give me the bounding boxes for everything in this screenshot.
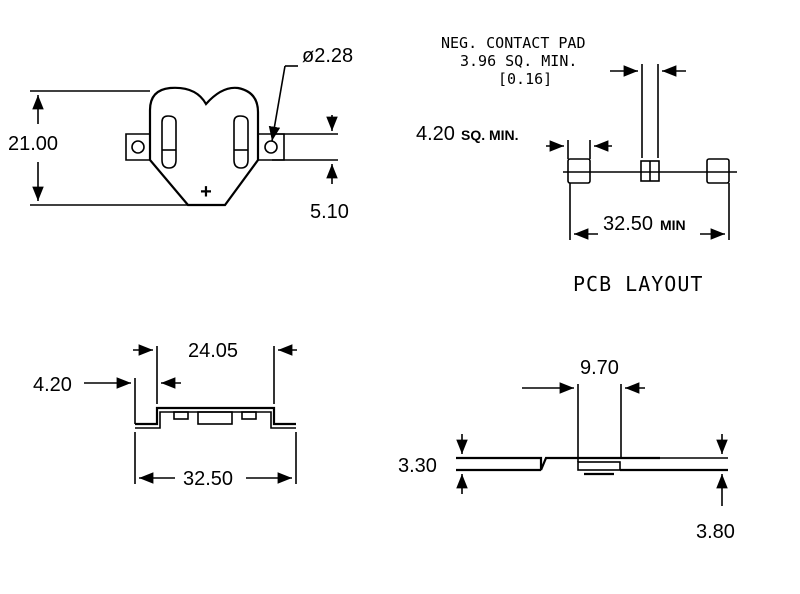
front-profile xyxy=(135,406,296,426)
right-tab-hole xyxy=(264,140,278,154)
dim-hole-label: ø2.28 xyxy=(302,45,353,67)
span-value: 32.50 xyxy=(603,213,653,235)
left-tab xyxy=(125,133,150,161)
right-slot xyxy=(233,115,249,169)
front-contact-left xyxy=(173,411,189,420)
pcb-layout-view: NEG. CONTACT PAD 3.96 SQ. MIN. [0.16] 4.… xyxy=(416,34,737,296)
left-pad xyxy=(567,158,591,184)
right-pad xyxy=(706,158,730,184)
pcb-layout-title: PCB LAYOUT xyxy=(573,272,703,296)
neg-pad-note-line3: [0.16] xyxy=(498,70,552,88)
span-unit: MIN xyxy=(660,217,686,233)
top-view: + 21.00 ø2.28 5.10 xyxy=(8,45,353,223)
dim-inner-label: 24.05 xyxy=(188,340,238,362)
front-contact-center xyxy=(197,411,233,425)
dim-height-label: 21.00 xyxy=(8,133,58,155)
dim-offset-label: 5.10 xyxy=(310,201,349,223)
holder-outline xyxy=(148,86,260,207)
side-contact xyxy=(577,461,621,471)
polarity-mark: + xyxy=(200,181,212,203)
dim-overall-label: 32.50 xyxy=(183,468,233,490)
dim-width-label: 9.70 xyxy=(580,357,619,379)
right-tab xyxy=(258,133,285,161)
neg-pad-note-line1: NEG. CONTACT PAD xyxy=(441,34,586,52)
dim-lead-label: 4.20 xyxy=(33,374,72,396)
pad-size-unit: SQ. MIN. xyxy=(461,127,519,143)
dim-height-side-label: 3.80 xyxy=(696,521,735,543)
pad-size-value: 4.20 xyxy=(416,123,455,145)
front-contact-right xyxy=(241,411,257,420)
dim-thickness-label: 3.30 xyxy=(398,455,437,477)
left-tab-hole xyxy=(131,140,145,154)
side-profile-top xyxy=(456,456,660,471)
front-view: 24.05 4.20 32.50 xyxy=(33,340,297,490)
left-slot xyxy=(161,115,177,169)
side-view: 9.70 3.30 3.80 xyxy=(398,357,735,543)
neg-pad-note-line2: 3.96 SQ. MIN. xyxy=(460,52,577,70)
